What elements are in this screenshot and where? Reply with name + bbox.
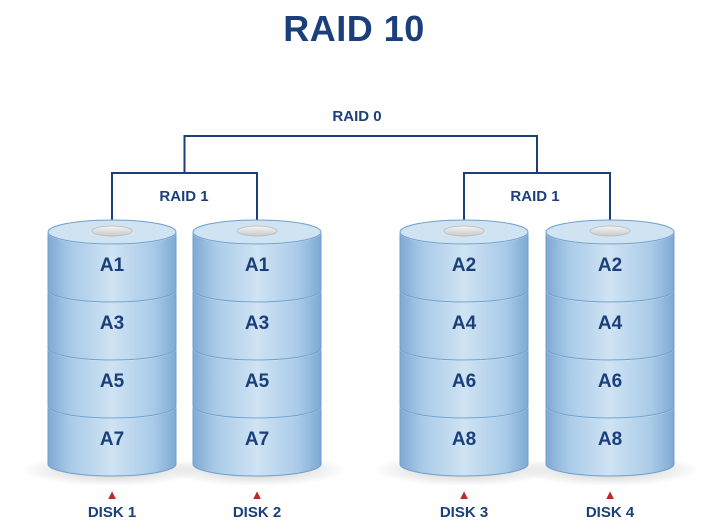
- disk-block: [545, 231, 675, 303]
- raid1-label-left: RAID 1: [159, 188, 209, 205]
- disk-block: [192, 289, 322, 361]
- raid0-label: RAID 0: [332, 108, 382, 125]
- disk-block: [47, 289, 177, 361]
- disk-block-label: A6: [598, 371, 622, 392]
- disk-block-label: A1: [245, 255, 270, 276]
- disk-block-label: A1: [100, 255, 125, 276]
- diagram-title: RAID 10: [283, 8, 425, 49]
- disk-block-label: A6: [452, 371, 476, 392]
- disk-block: [399, 289, 529, 361]
- raid1-connector-right: [463, 172, 611, 228]
- disk4-marker-icon: ▲: [603, 487, 617, 502]
- disk-block-label: A5: [245, 371, 270, 392]
- disk-block-label: A7: [100, 429, 124, 450]
- disk-block-label: A5: [100, 371, 125, 392]
- disk-block-label: A7: [245, 429, 269, 450]
- disk3-label: DISK 3: [439, 504, 489, 521]
- disk-spindle: [236, 225, 278, 237]
- disk-spindle: [589, 225, 631, 237]
- disk-spindle: [91, 225, 133, 237]
- disk-block-label: A4: [452, 313, 477, 334]
- disk-block: [399, 347, 529, 419]
- disk-spindle: [443, 225, 485, 237]
- disk-block-label: A8: [452, 429, 476, 450]
- disk-block: [192, 231, 322, 303]
- disk-block-label: A2: [598, 255, 622, 276]
- raid1-connector-left: [111, 172, 258, 228]
- disk4-label: DISK 4: [585, 504, 635, 521]
- disk-block: [545, 347, 675, 419]
- disk-block: [545, 289, 675, 361]
- disk-block: [192, 405, 322, 477]
- disk-block: [399, 231, 529, 303]
- disk-block: [47, 347, 177, 419]
- disk1-label: DISK 1: [87, 504, 137, 521]
- disk3-marker-icon: ▲: [457, 487, 471, 502]
- disk2-marker-icon: ▲: [250, 487, 264, 502]
- disk1-marker-icon: ▲: [105, 487, 119, 502]
- disk-block-label: A8: [598, 429, 622, 450]
- disk-block-label: A4: [598, 313, 623, 334]
- disk2-label: DISK 2: [232, 504, 282, 521]
- disk-block-label: A2: [452, 255, 476, 276]
- raid0-connector: [183, 135, 538, 173]
- disk-block-label: A3: [100, 313, 124, 334]
- disk-block: [192, 347, 322, 419]
- raid1-label-right: RAID 1: [510, 188, 560, 205]
- disk-block: [545, 405, 675, 477]
- disk-block-label: A3: [245, 313, 269, 334]
- disk-block: [47, 231, 177, 303]
